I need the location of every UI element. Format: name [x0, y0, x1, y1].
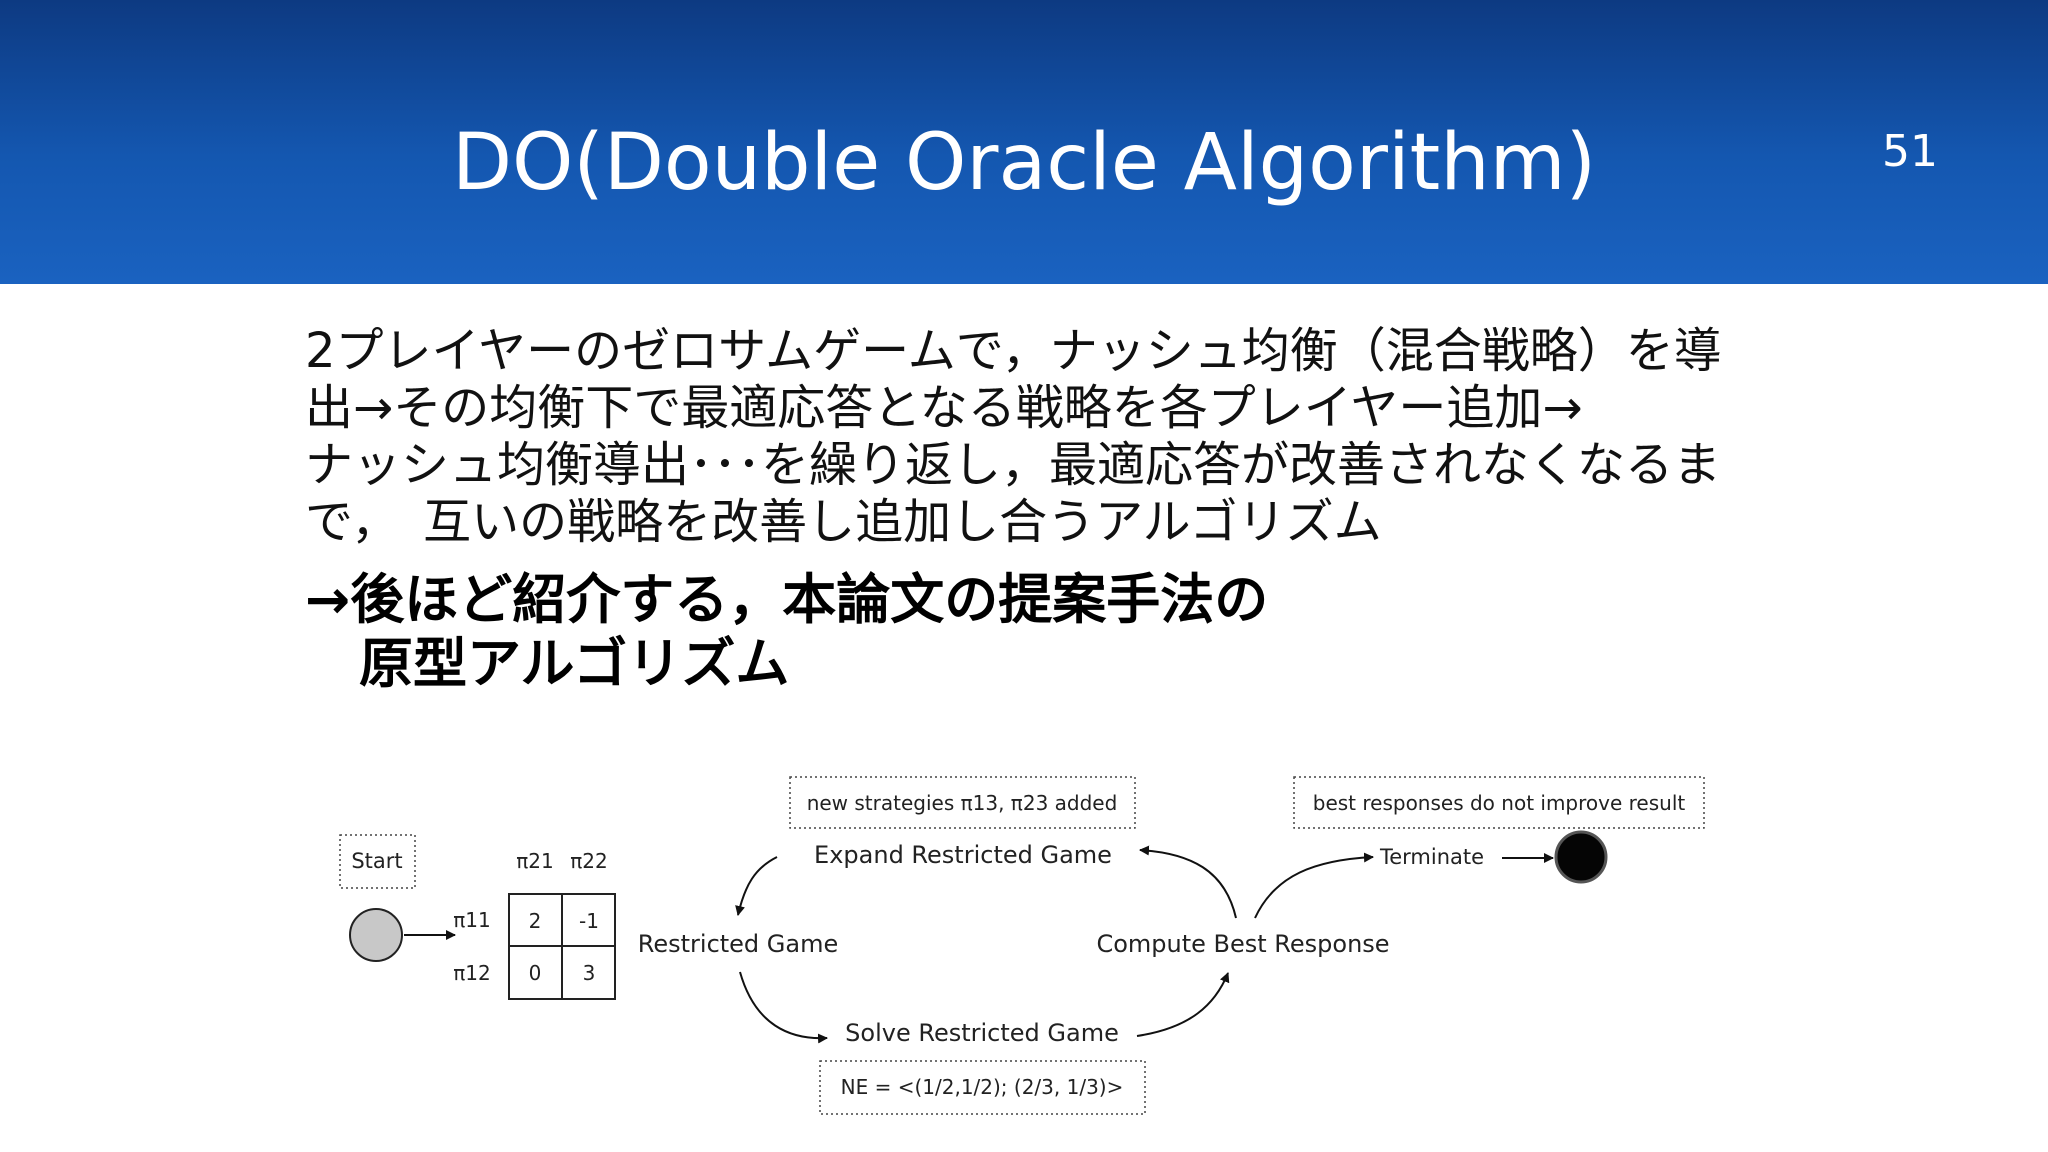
slide-header: DO(Double Oracle Algorithm) 51: [0, 0, 2048, 284]
col-header: π22: [570, 849, 608, 873]
solve-restricted-game-node: Solve Restricted Game: [845, 1019, 1119, 1047]
row-header: π11: [453, 908, 491, 932]
paragraph-line: 2プレイヤーのゼロサムゲームで，ナッシュ均衡（混合戦略）を導: [305, 323, 1722, 379]
payoff-cell: 2: [529, 909, 542, 933]
emphasis-line: 原型アルゴリズム: [305, 632, 790, 695]
new-strategies-note: new strategies π13, π23 added: [807, 791, 1118, 815]
payoff-matrix: [508, 893, 616, 1000]
new-strategies-note-box: [789, 776, 1136, 829]
expand-restricted-game-node: Expand Restricted Game: [814, 841, 1112, 869]
payoff-cell: -1: [579, 909, 599, 933]
col-header: π21: [516, 849, 554, 873]
start-label-box: [339, 834, 416, 889]
best-responses-note-box: [1293, 776, 1705, 829]
payoff-cell: 3: [583, 961, 596, 985]
arrow-restricted-to-solve: [739, 971, 828, 1044]
paragraph-line: 出→その均衡下で最適応答となる戦略を各プレイヤー追加→: [305, 380, 1583, 436]
row-header: π12: [453, 961, 491, 985]
payoff-cell: 0: [529, 961, 542, 985]
arrow-expand-to-restricted: [735, 856, 778, 916]
emphasis-line: →後ほど紹介する，本論文の提案手法の: [305, 568, 1269, 631]
ne-note: NE = <(1/2,1/2); (2/3, 1/3)>: [841, 1075, 1124, 1099]
compute-best-response-node: Compute Best Response: [1096, 930, 1389, 958]
arrow-compute-to-terminate: [1254, 852, 1374, 919]
start-node: [349, 908, 403, 962]
description-paragraph: 2プレイヤーのゼロサムゲームで，ナッシュ均衡（混合戦略）を導 出→その均衡下で最…: [305, 323, 1725, 551]
restricted-game-node: Restricted Game: [638, 930, 839, 958]
page-number: 51: [1882, 126, 1938, 177]
arrow-compute-to-expand: [1139, 845, 1237, 919]
ne-note-box: [819, 1060, 1146, 1115]
start-label: Start: [351, 849, 402, 873]
emphasis-text: →後ほど紹介する，本論文の提案手法の 原型アルゴリズム: [305, 568, 1725, 696]
paragraph-line: ナッシュ均衡導出･･･を繰り返し，最適応答が改善されなくなるま: [305, 437, 1722, 493]
best-responses-note: best responses do not improve result: [1313, 791, 1686, 815]
arrow-solve-to-compute: [1136, 972, 1230, 1037]
slide-title: DO(Double Oracle Algorithm): [451, 118, 1597, 208]
terminate-node: Terminate: [1379, 845, 1484, 869]
end-node: [1554, 830, 1608, 884]
paragraph-line: で， 互いの戦略を改善し追加し合うアルゴリズム: [305, 494, 1382, 550]
